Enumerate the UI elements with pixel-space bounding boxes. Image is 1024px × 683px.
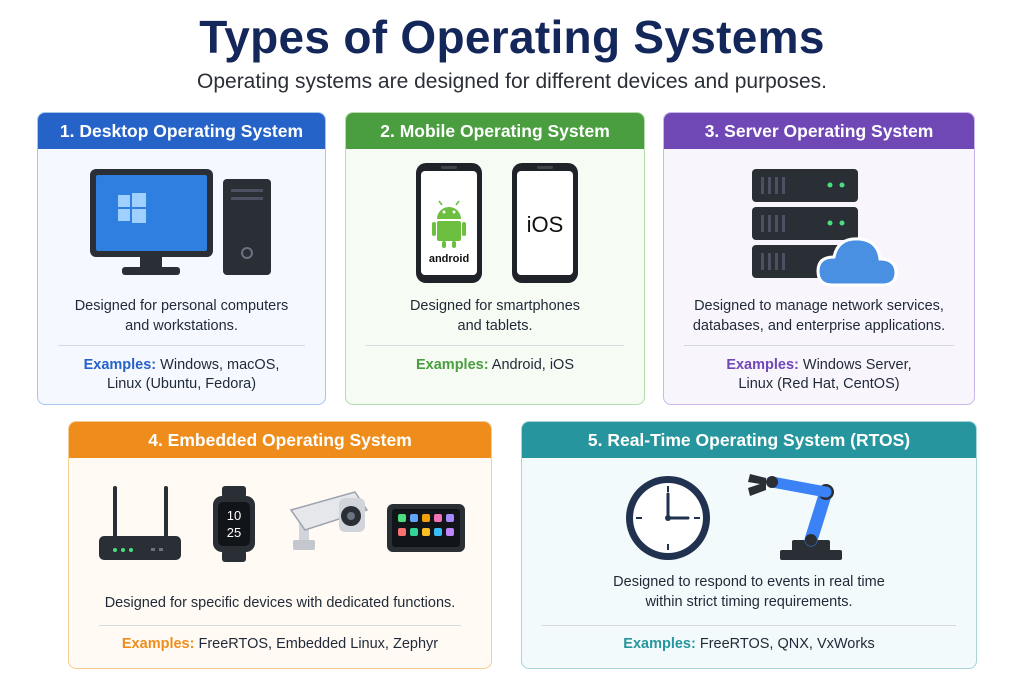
card-illustration: android iOS — [346, 161, 644, 287]
watch-hour: 10 — [227, 508, 241, 523]
card-divider — [366, 345, 624, 346]
card-heading: 3. Server Operating System — [664, 113, 974, 149]
card-divider — [58, 345, 305, 346]
card-examples: Examples: Windows Server, Linux (Red Hat… — [726, 357, 912, 392]
ios-phone-icon: iOS — [512, 163, 578, 283]
card-illustration — [38, 167, 325, 285]
card-description: Designed to respond to events in real ti… — [613, 574, 885, 610]
card-examples: Examples: Windows, macOS, Linux (Ubuntu,… — [83, 357, 280, 392]
card-rtos: 5. Real-Time Operating System (RTOS) — [521, 421, 977, 669]
card-examples: Examples: FreeRTOS, Embedded Linux, Zeph… — [121, 636, 439, 652]
card-illustration: 10 25 — [69, 480, 491, 568]
card-divider — [542, 625, 956, 626]
card-divider — [684, 345, 954, 346]
security-camera-icon — [289, 491, 369, 550]
android-label: android — [429, 253, 469, 265]
card-divider — [99, 625, 461, 626]
robotic-arm-icon — [748, 474, 842, 560]
card-illustration — [664, 167, 974, 287]
watch-minute: 25 — [227, 525, 241, 540]
android-phone-icon: android — [416, 163, 482, 283]
router-icon — [99, 486, 181, 560]
card-embedded-os: 4. Embedded Operating System 10 25 — [68, 421, 492, 669]
card-heading: 2. Mobile Operating System — [346, 113, 644, 149]
ios-label: iOS — [527, 212, 564, 237]
card-desktop-os: 1. Desktop Operating System Designed for — [37, 112, 326, 405]
card-examples: Examples: FreeRTOS, QNX, VxWorks — [623, 636, 875, 652]
pc-tower-icon — [223, 179, 271, 275]
cloud-icon — [816, 237, 898, 287]
card-description: Designed for specific devices with dedic… — [104, 595, 456, 611]
card-description: Designed for smartphones and tablets. — [409, 298, 581, 334]
card-heading: 1. Desktop Operating System — [38, 113, 325, 149]
tablet-icon — [387, 504, 465, 552]
monitor-windows-icon — [90, 169, 213, 275]
card-examples: Examples: Android, iOS — [416, 357, 574, 373]
card-description: Designed for personal computers and work… — [74, 298, 289, 334]
smartwatch-icon: 10 25 — [213, 486, 255, 562]
page-title: Types of Operating Systems — [199, 11, 825, 63]
card-server-os: 3. Server Operating System — [663, 112, 975, 405]
card-heading: 5. Real-Time Operating System (RTOS) — [522, 422, 976, 458]
page-subtitle: Operating systems are designed for diffe… — [197, 70, 827, 93]
card-mobile-os: 2. Mobile Operating System android — [345, 112, 645, 405]
card-heading: 4. Embedded Operating System — [69, 422, 491, 458]
clock-icon — [626, 476, 710, 560]
card-description: Designed to manage network services, dat… — [692, 298, 946, 334]
card-illustration — [522, 470, 976, 564]
